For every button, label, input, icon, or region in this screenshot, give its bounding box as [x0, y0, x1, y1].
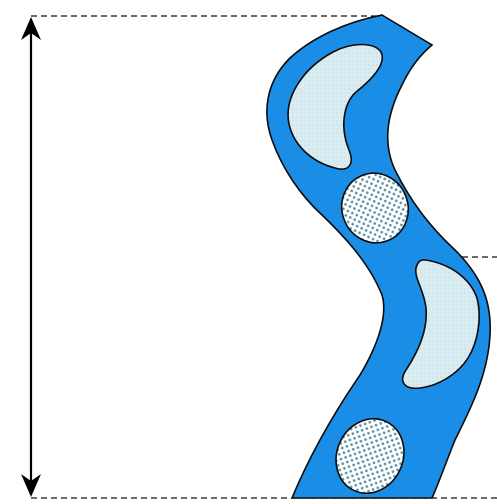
vertical-double-arrow	[21, 17, 41, 497]
